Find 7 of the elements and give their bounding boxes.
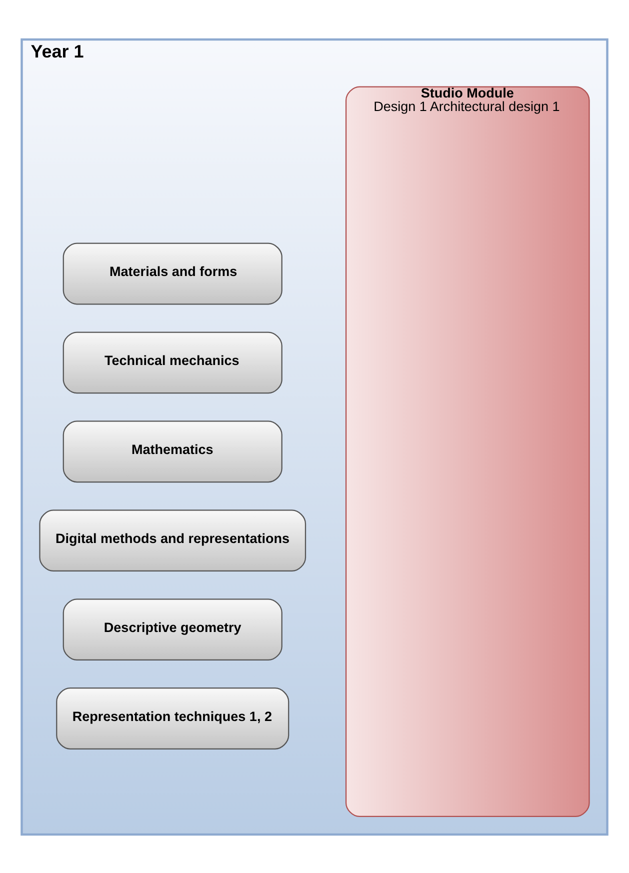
node-box: Representation techniques 1, 2 (56, 687, 290, 749)
node-box: Materials and forms (62, 242, 282, 304)
node-box: Mathematics (62, 420, 282, 482)
node-box: Digital methods and representations (39, 509, 306, 572)
node-box: Studio Module Design 1 Architectural design 1 (345, 86, 590, 817)
node-box: Descriptive geometry (62, 598, 282, 660)
node-box: Technical mechanics (62, 331, 282, 394)
